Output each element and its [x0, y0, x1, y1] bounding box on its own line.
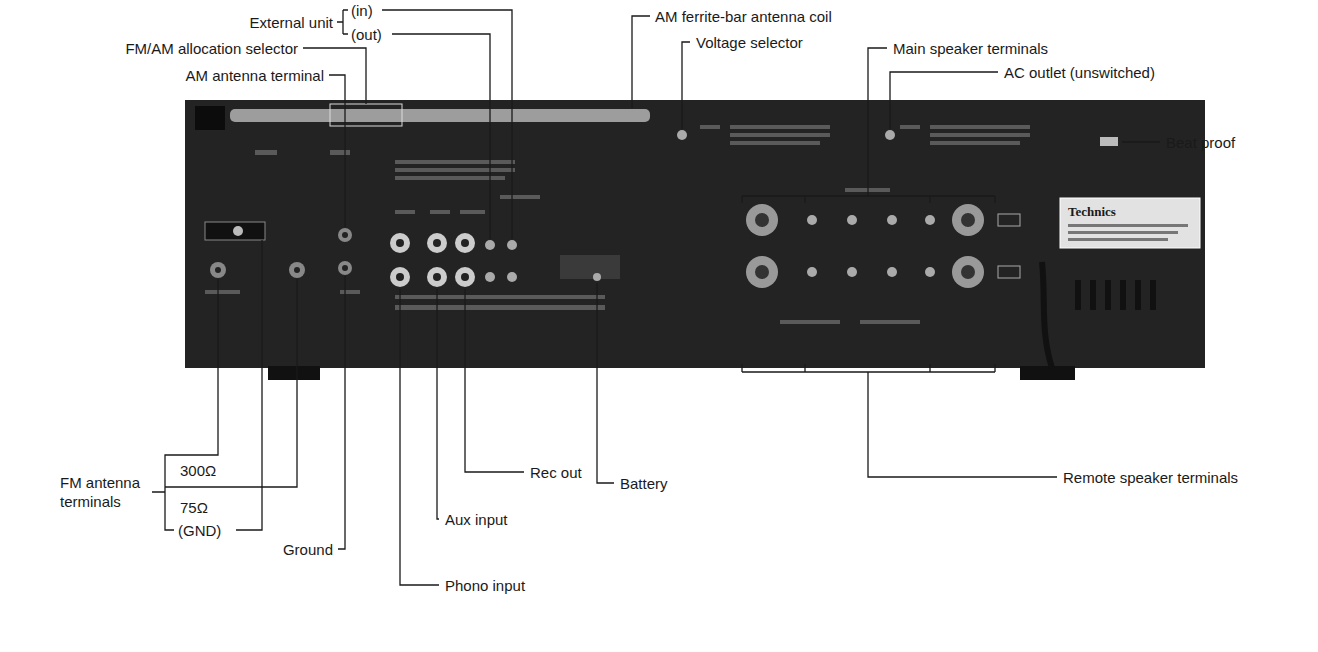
- callout-label: (GND): [178, 522, 221, 539]
- model-badge: [1060, 198, 1200, 248]
- callout-label: Phono input: [445, 577, 525, 594]
- callout-label: AM ferrite-bar antenna coil: [655, 8, 832, 25]
- impedance-label: 300Ω: [180, 462, 216, 479]
- badge-print: [1068, 224, 1188, 241]
- callout-label: AM antenna terminal: [186, 67, 324, 84]
- callout-label: Battery: [620, 475, 668, 492]
- speaker-terminals: [746, 204, 1020, 288]
- callout-label: External unit: [250, 14, 333, 31]
- impedance-label: 75Ω: [180, 499, 208, 516]
- callout-label: Remote speaker terminals: [1063, 469, 1238, 486]
- callout-label: (out): [351, 26, 382, 43]
- callout-label: FM/AM allocation selector: [125, 40, 298, 57]
- callout-label: Rec out: [530, 464, 582, 481]
- callout-label: Aux input: [445, 511, 508, 528]
- callout-label: FM antenna terminals: [60, 473, 148, 511]
- callout-label: (in): [351, 2, 373, 19]
- voltage-selector: [677, 130, 687, 140]
- terminal-screw: [233, 226, 243, 236]
- panel-print: [205, 125, 1030, 324]
- antenna-terminals: [210, 228, 352, 278]
- foot: [1020, 366, 1075, 380]
- vent-slots: [1075, 280, 1156, 310]
- panel-block: [195, 106, 225, 130]
- power-cord: [1042, 262, 1052, 368]
- brand-name: Technics: [1068, 203, 1116, 220]
- callout-label: Main speaker terminals: [893, 40, 1048, 57]
- rca-jacks: [390, 233, 601, 287]
- callout-label: AC outlet (unswitched): [1004, 64, 1155, 81]
- callout-label: Voltage selector: [696, 34, 803, 51]
- ac-outlet: [885, 130, 895, 140]
- callout-label: Beat proof: [1166, 134, 1235, 151]
- foot: [268, 366, 320, 380]
- fm-terminal-block: [205, 222, 265, 240]
- callout-label: Ground: [283, 541, 333, 558]
- ferrite-bar: [230, 109, 650, 122]
- beat-proof-switch: [1100, 137, 1118, 146]
- leader-lines: [152, 10, 1160, 585]
- selector-outline: [330, 104, 402, 126]
- panel-body: [185, 100, 1205, 368]
